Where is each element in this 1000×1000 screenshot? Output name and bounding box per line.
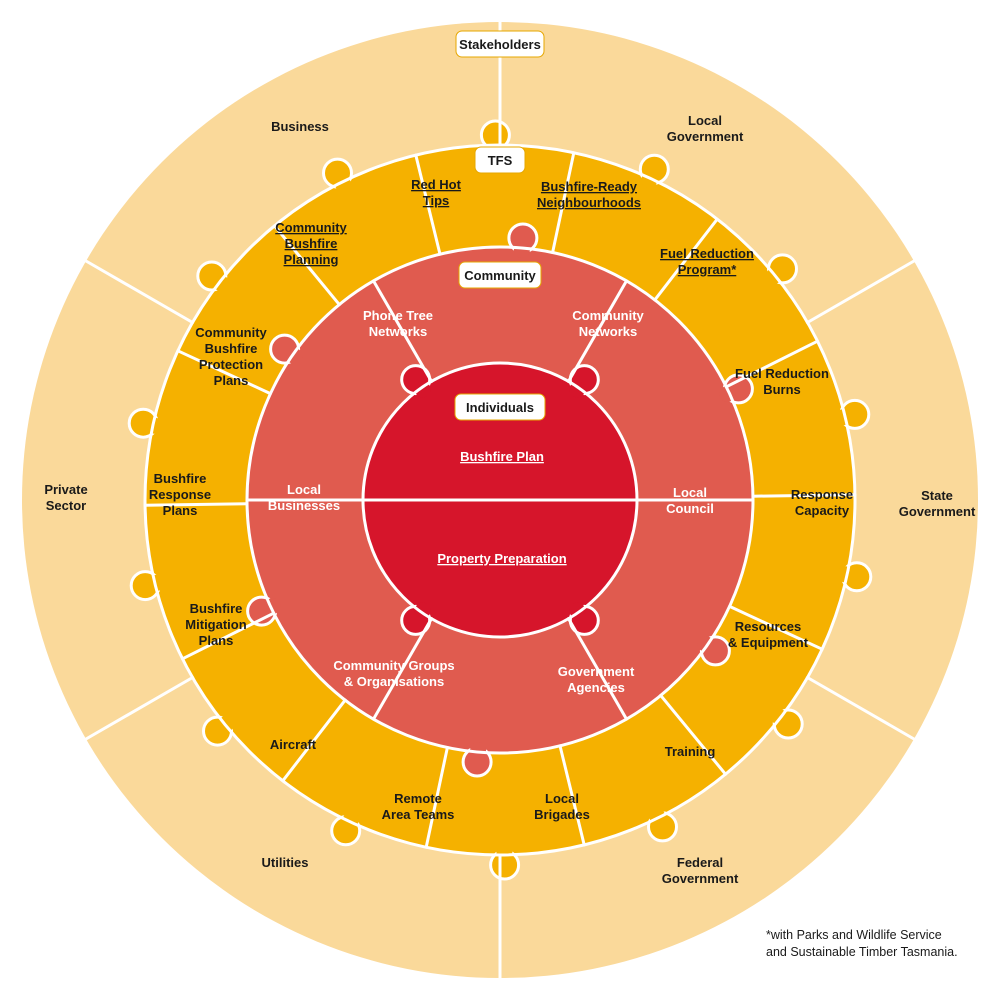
tfs-boundary: [245, 245, 755, 755]
label-resources-equipment: Resources& Equipment: [728, 619, 809, 650]
tfs-seam-9: [181, 611, 276, 661]
community-knob-0-neck: [513, 242, 530, 258]
stakeholder-seam-1: [805, 259, 916, 324]
tfs-seam-10: [143, 502, 249, 507]
footnote-line-1: *with Parks and Wildlife Service: [766, 928, 942, 942]
tfs-seam-11: [176, 349, 272, 396]
tfs-seam-3: [751, 493, 857, 498]
label-utilities: Utilities: [262, 855, 309, 870]
label-aircraft: Aircraft: [270, 737, 317, 752]
tfs-seam-6: [558, 744, 586, 847]
community-boundary: [361, 361, 639, 639]
stakeholder-seam-2: [805, 676, 916, 741]
svg-text:Stakeholders: Stakeholders: [459, 37, 541, 52]
label-business: Business: [271, 119, 329, 134]
tfs-seam-12: [273, 224, 341, 307]
stakeholder-seam-5: [84, 259, 195, 324]
footnote-line-2: and Sustainable Timber Tasmania.: [766, 945, 958, 959]
footnote: *with Parks and Wildlife Service and Sus…: [766, 927, 996, 961]
tfs-seam-7: [424, 746, 449, 849]
tag-tfs: TFS: [474, 146, 526, 174]
label-training: Training: [665, 744, 716, 759]
community-seam-3: [372, 617, 433, 721]
community-seam-0: [567, 279, 628, 383]
tfs-seam-1: [653, 217, 719, 302]
stakeholder-seam-4: [84, 676, 195, 741]
stakeholders-boundary: [143, 143, 857, 857]
tfs-seam-8: [281, 698, 347, 783]
community-seam-5: [372, 279, 433, 383]
tag-individuals: Individuals: [454, 393, 546, 421]
label-property-preparation[interactable]: Property Preparation: [437, 551, 566, 566]
tag-stakeholders: Stakeholders: [455, 30, 545, 58]
label-bushfire-plan[interactable]: Bushfire Plan: [460, 449, 544, 464]
community-seam-2: [567, 617, 628, 721]
svg-text:TFS: TFS: [488, 153, 513, 168]
tfs-seam-5: [659, 693, 727, 776]
tfs-seam-13: [414, 153, 442, 256]
tfs-seam-4: [728, 604, 824, 651]
svg-text:Community: Community: [464, 268, 536, 283]
community-knob-3-neck: [470, 742, 487, 758]
tag-community: Community: [458, 261, 542, 289]
svg-text:Individuals: Individuals: [466, 400, 534, 415]
label-community-groups: Community Groups& Organisations: [333, 658, 454, 689]
tfs-seam-0: [551, 151, 576, 254]
tfs-seam-2: [724, 339, 819, 389]
